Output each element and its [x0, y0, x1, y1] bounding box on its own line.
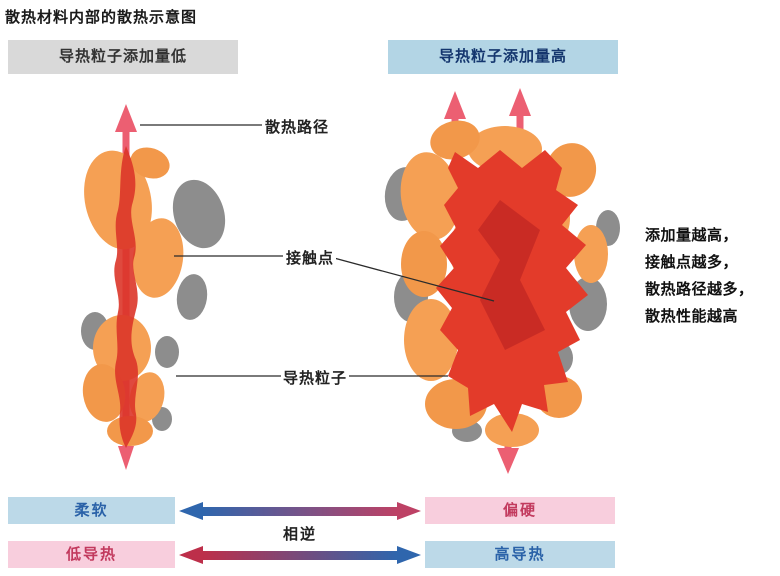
gradient-arrow-body	[203, 550, 397, 560]
label-opposite: 相逆	[282, 526, 317, 543]
box-low-conductivity: 低导热	[8, 541, 175, 568]
gradient-arrow-body	[203, 506, 397, 516]
note-line: 接触点越多，	[645, 254, 739, 271]
note-block: 添加量越高， 接触点越多， 散热路径越多， 散热性能越高	[645, 222, 754, 330]
left-heat-path-arrow	[115, 104, 137, 470]
right-heat-mass-shade	[478, 200, 545, 350]
soft-hard-arrow	[179, 498, 421, 524]
page-title: 散热材料内部的散热示意图	[5, 9, 198, 26]
header-high-filler: 导热粒子添加量高	[388, 40, 618, 74]
header-low-filler: 导热粒子添加量低	[8, 40, 238, 74]
right-arrowhead-icon	[397, 546, 421, 564]
note-line: 散热性能越高	[645, 308, 739, 325]
up-arrow-icon	[509, 88, 531, 116]
label-heat-path: 散热路径	[263, 116, 332, 137]
note-line: 添加量越高，	[645, 227, 739, 244]
right-heat-path-arrows	[444, 88, 531, 474]
left-arrowhead-icon	[179, 502, 203, 520]
right-arrowhead-icon	[397, 502, 421, 520]
box-high-conductivity: 高导热	[425, 541, 615, 568]
down-arrow-icon	[497, 448, 519, 474]
down-arrow-icon	[118, 446, 134, 470]
right-particle-cluster	[384, 88, 620, 474]
box-hard: 偏硬	[425, 497, 615, 524]
label-particle: 导热粒子	[281, 367, 350, 388]
left-heat-streak	[114, 146, 138, 448]
left-arrowhead-icon	[179, 546, 203, 564]
left-particle-cluster	[81, 104, 226, 470]
up-arrow-icon	[115, 104, 137, 132]
note-line: 散热路径越多，	[645, 281, 754, 298]
up-arrow-icon	[444, 91, 466, 119]
conductivity-arrow	[179, 542, 421, 568]
label-contact-point: 接触点	[284, 247, 337, 268]
box-soft: 柔软	[8, 497, 175, 524]
right-heat-mass	[436, 150, 588, 432]
